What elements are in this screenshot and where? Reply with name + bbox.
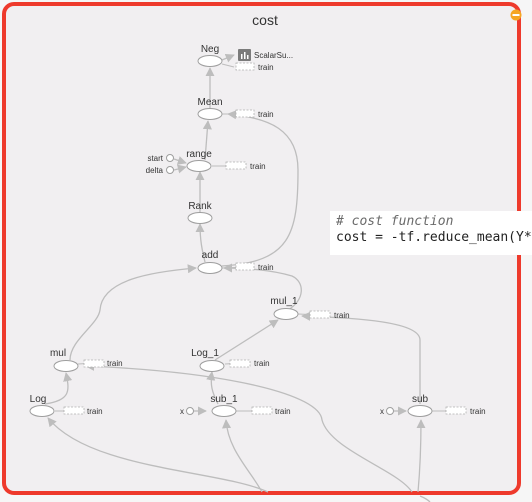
code-line: cost = -tf.reduce_mean(Y*	[336, 230, 532, 245]
train-label-mul-1: train	[334, 311, 350, 320]
node-label-rank: Rank	[188, 201, 212, 212]
node-label-mean: Mean	[197, 97, 222, 108]
train-box-range[interactable]	[225, 161, 247, 170]
train-box-mul-1[interactable]	[309, 310, 331, 319]
train-label-log: train	[87, 407, 103, 416]
node-label-x-left: x	[180, 407, 184, 416]
node-delta[interactable]	[166, 166, 174, 174]
node-label-start: start	[147, 154, 163, 163]
code-comment: # cost function	[336, 214, 454, 229]
edge-log-mul	[44, 372, 73, 405]
train-label-mean: train	[258, 110, 274, 119]
edge-mul-add	[69, 264, 197, 361]
edge-log1-mul1	[214, 319, 279, 361]
train-label-mul: train	[107, 359, 123, 368]
node-x-left[interactable]	[186, 407, 194, 415]
train-label-range: train	[250, 162, 266, 171]
edge-input-sub	[416, 419, 426, 493]
train-label-sub: train	[470, 407, 486, 416]
train-box-mean[interactable]	[235, 109, 255, 118]
edge-input-mul	[85, 361, 413, 493]
code-snippet-panel: # cost function cost = -tf.reduce_mean(Y…	[330, 211, 532, 255]
scalar-summary-node[interactable]	[238, 49, 251, 61]
edge-exit	[419, 495, 431, 502]
node-label-range: range	[186, 149, 212, 160]
edge-neg-summary	[221, 53, 235, 63]
node-add[interactable]	[197, 262, 223, 274]
train-label-neg: train	[258, 63, 274, 72]
node-label-mul-1: mul_1	[270, 296, 298, 307]
train-box-neg[interactable]	[235, 62, 255, 71]
node-range[interactable]	[186, 160, 212, 172]
edge-start-range	[173, 156, 187, 165]
edge-delta-range	[173, 164, 187, 174]
node-start[interactable]	[166, 154, 174, 162]
node-x-right[interactable]	[386, 407, 394, 415]
edge-input-log	[47, 417, 269, 493]
node-label-neg: Neg	[201, 44, 219, 55]
node-label-add: add	[202, 250, 219, 261]
edge-add-mean	[221, 110, 299, 267]
train-label-add: train	[258, 263, 274, 272]
node-mean[interactable]	[197, 108, 223, 120]
node-label-log: Log	[30, 394, 47, 405]
scope-title: cost	[252, 12, 278, 28]
node-label-log-1: Log_1	[191, 348, 219, 359]
train-box-sub[interactable]	[445, 406, 467, 415]
node-mul-1[interactable]	[273, 308, 299, 320]
node-label-sub: sub	[412, 394, 429, 405]
node-sub[interactable]	[407, 405, 433, 417]
train-box-mul[interactable]	[83, 359, 105, 368]
edge-add-rank	[195, 223, 206, 263]
node-label-x-right: x	[380, 407, 384, 416]
node-neg[interactable]	[197, 55, 223, 67]
train-label-sub-1: train	[275, 407, 291, 416]
train-box-log-1[interactable]	[229, 359, 251, 368]
node-log-1[interactable]	[199, 360, 225, 372]
train-box-sub-1[interactable]	[251, 406, 273, 415]
node-label-scalar-summary: ScalarSu...	[254, 51, 293, 60]
edge-sub1-log1	[206, 371, 219, 405]
node-sub-1[interactable]	[211, 405, 237, 417]
node-label-delta: delta	[146, 166, 164, 175]
node-rank[interactable]	[187, 212, 213, 224]
edge-input-sub1	[222, 419, 263, 493]
train-label-log-1: train	[254, 359, 270, 368]
edge-range-mean	[202, 120, 212, 161]
collapse-button[interactable]	[510, 9, 522, 21]
node-log[interactable]	[29, 405, 55, 417]
node-label-mul: mul	[50, 348, 66, 359]
node-label-sub-1: sub_1	[210, 394, 238, 405]
train-box-add[interactable]	[235, 262, 255, 271]
node-mul[interactable]	[53, 360, 79, 372]
train-box-log[interactable]	[63, 406, 85, 415]
